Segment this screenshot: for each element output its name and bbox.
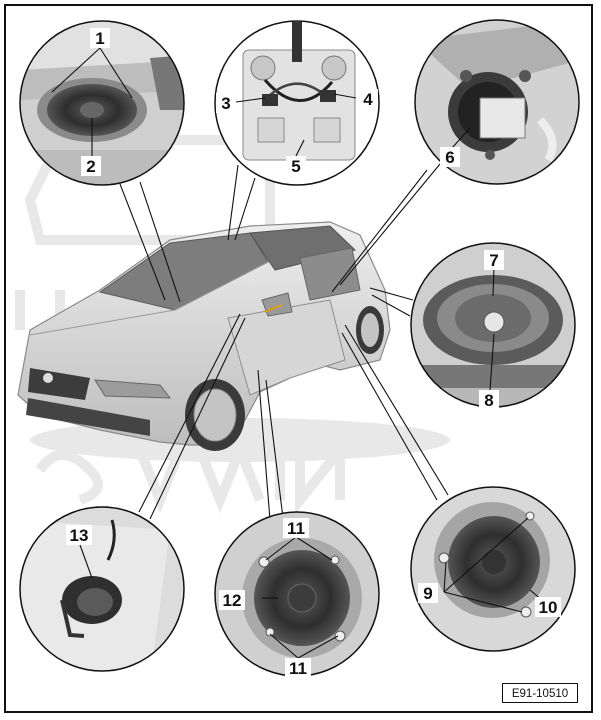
detail-roof-module (214, 20, 380, 186)
detail-spare-wheel-speaker (410, 242, 576, 408)
leader-lines (119, 163, 449, 521)
callout-11-bottom: 11 (289, 659, 307, 678)
callout-2: 2 (86, 157, 95, 176)
callout-5: 5 (291, 157, 300, 176)
car-illustration (17, 221, 450, 462)
callout-8: 8 (484, 391, 493, 410)
detail-mirror-speaker (414, 19, 580, 185)
callout-3: 3 (221, 94, 230, 113)
callout-labels: 1 2 3 4 5 6 7 8 9 10 11 12 11 13 (66, 28, 561, 678)
detail-pillar-tweeter (19, 506, 185, 672)
callout-10: 10 (539, 598, 558, 617)
callout-4: 4 (363, 90, 373, 109)
callout-9: 9 (423, 584, 432, 603)
reference-code: E91-10510 (502, 683, 578, 703)
callout-11-top: 11 (287, 519, 305, 538)
detail-front-door-speaker (214, 511, 380, 677)
callout-7: 7 (489, 251, 498, 270)
callout-6: 6 (445, 148, 454, 167)
callout-1: 1 (95, 29, 104, 48)
callout-13: 13 (70, 526, 89, 545)
callout-12: 12 (223, 591, 242, 610)
detail-rear-side-speaker (410, 486, 576, 652)
